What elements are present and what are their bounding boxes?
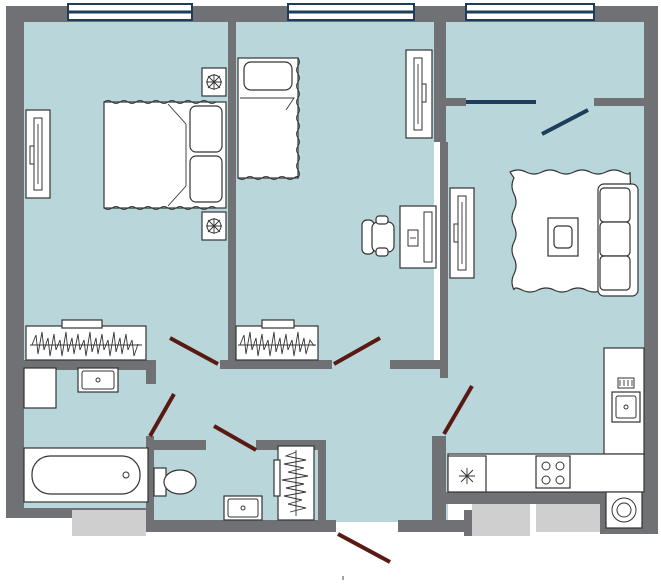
window-living bbox=[465, 3, 595, 21]
sofa-icon bbox=[597, 183, 639, 297]
balcony-boxes bbox=[72, 504, 600, 536]
window-bedroom-middle bbox=[287, 3, 415, 21]
glass-door-leaf bbox=[541, 108, 589, 136]
wall-living-left bbox=[440, 142, 448, 378]
window-bedroom-left bbox=[67, 3, 193, 21]
wall-bath-right bbox=[146, 436, 154, 524]
door-living bbox=[442, 384, 474, 436]
wall-left bbox=[6, 6, 24, 518]
chair-icon bbox=[361, 215, 395, 257]
wall-living-partition-left bbox=[446, 98, 466, 106]
stove-icon bbox=[535, 455, 571, 489]
tv-stand-living-icon bbox=[449, 187, 475, 279]
single-bed-icon bbox=[237, 57, 300, 180]
wall-bedroom-living bbox=[434, 6, 446, 142]
wall-living-partition-right bbox=[594, 98, 646, 106]
door-bathroom bbox=[148, 393, 176, 437]
fridge-icon bbox=[447, 455, 487, 493]
wall-toilet-right bbox=[318, 440, 326, 522]
hall-wardrobe-icon bbox=[273, 445, 315, 521]
washing-machine-icon bbox=[605, 491, 643, 529]
wall-bath-stub bbox=[146, 366, 156, 384]
wall-bedroom-bottom-left bbox=[24, 360, 156, 370]
sink-toilet-icon bbox=[223, 495, 263, 521]
bathtub-icon bbox=[23, 447, 149, 503]
wall-toilet-top-right bbox=[256, 440, 326, 450]
sink-bathroom-icon bbox=[77, 367, 119, 393]
wall-bottom-mid bbox=[146, 520, 336, 532]
doors bbox=[148, 336, 474, 564]
bottom-post bbox=[464, 510, 472, 536]
wall-bedroom-bottom-living bbox=[390, 360, 446, 369]
windows bbox=[67, 3, 595, 136]
bottom-box-mid bbox=[472, 504, 530, 536]
nightstand-bottom-icon bbox=[201, 211, 227, 241]
tv-stand-icon bbox=[25, 109, 51, 199]
door-bedroom-middle bbox=[333, 336, 381, 366]
door-entrance bbox=[337, 532, 391, 564]
bed-icon bbox=[103, 100, 227, 210]
bottom-box-left bbox=[72, 510, 146, 536]
door-bedroom-left bbox=[169, 336, 219, 366]
wall-right bbox=[644, 6, 658, 498]
nightstand-top-icon bbox=[201, 67, 227, 97]
toilet-icon bbox=[153, 467, 197, 497]
wall-bedroom-divider bbox=[228, 6, 236, 368]
wall-hall-right bbox=[432, 436, 446, 526]
coffee-table-icon bbox=[547, 217, 579, 257]
bottom-box-right bbox=[536, 504, 600, 532]
desk-icon bbox=[399, 205, 437, 269]
washer-cabinet-icon bbox=[23, 367, 57, 409]
wall-bedroom-bottom-right bbox=[220, 360, 332, 369]
wardrobe-icon bbox=[25, 319, 147, 361]
wardrobe-middle-icon bbox=[235, 319, 319, 361]
door-toilet bbox=[213, 424, 257, 452]
wall-toilet-top bbox=[146, 440, 206, 450]
sink-kitchen-icon bbox=[611, 377, 641, 423]
tv-stand-middle-icon bbox=[405, 49, 433, 139]
